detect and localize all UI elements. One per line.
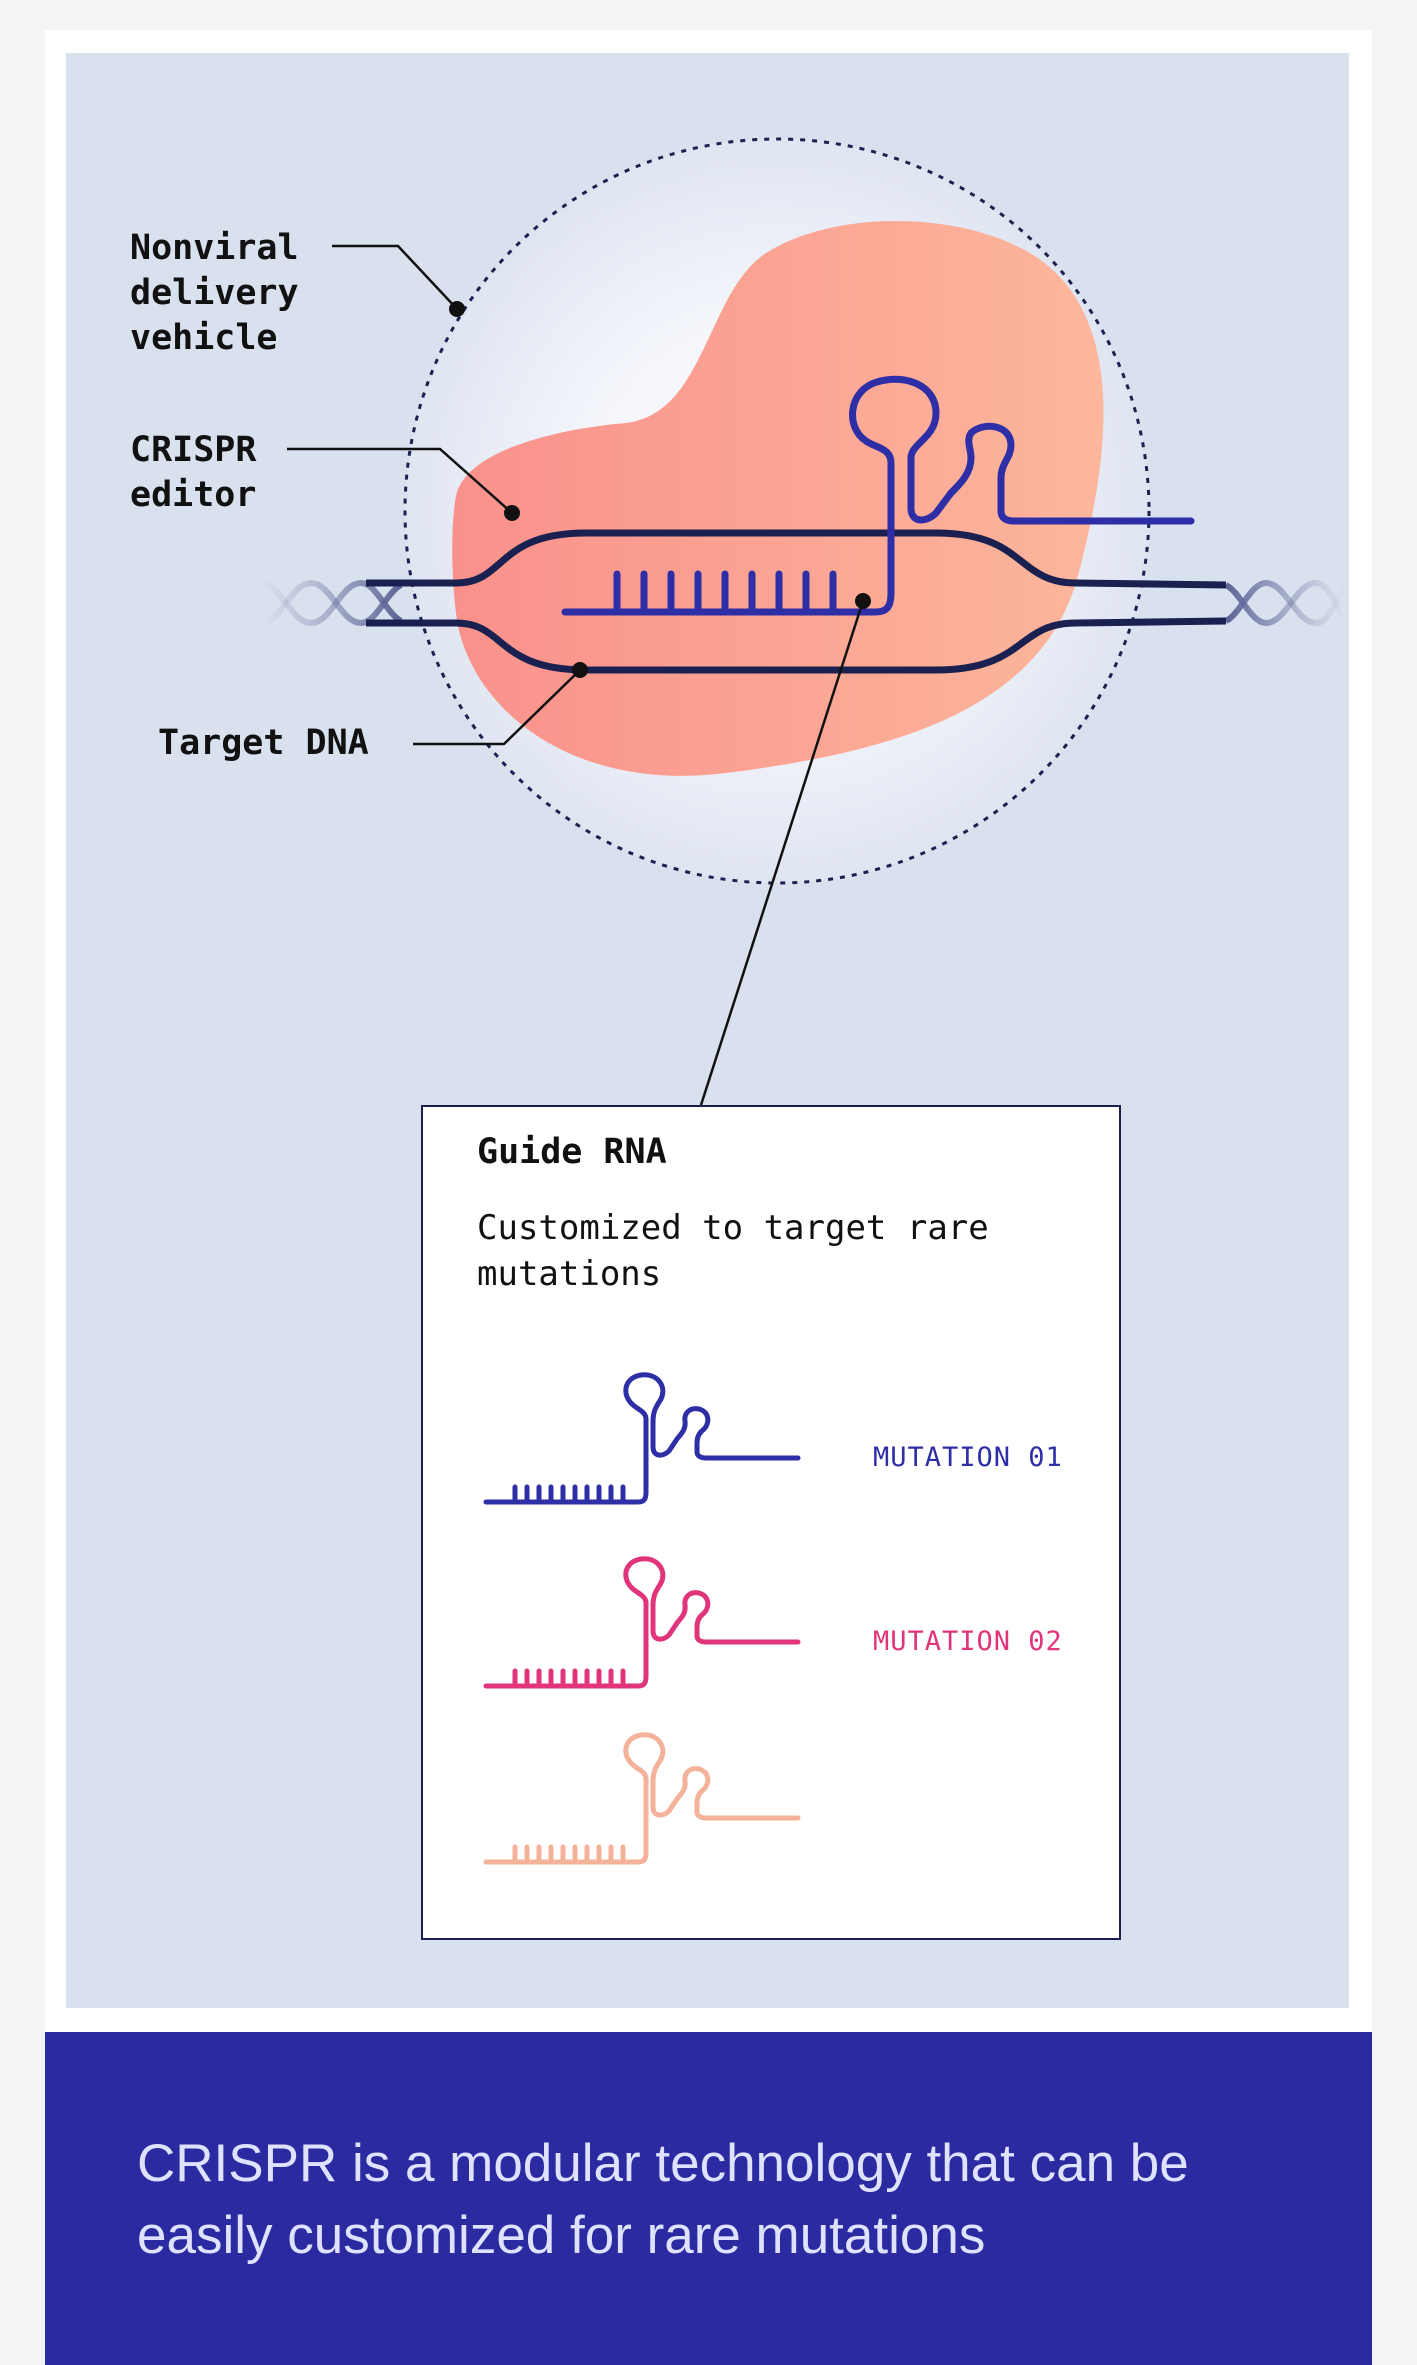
rna-mutation-01 bbox=[486, 1375, 798, 1502]
label-crispr-editor: CRISPR editor bbox=[130, 428, 256, 518]
label-target-dna: Target DNA bbox=[158, 721, 369, 766]
dot-crispr-editor bbox=[504, 505, 520, 521]
dot-delivery-vehicle bbox=[449, 301, 465, 317]
mutation-02-label: MUTATION 02 bbox=[873, 1626, 1063, 1657]
caption-bar: CRISPR is a modular technology that can … bbox=[45, 2032, 1372, 2365]
mutation-01-label: MUTATION 01 bbox=[873, 1442, 1063, 1473]
dot-guide-rna bbox=[855, 593, 871, 609]
guide-rna-box: Guide RNA Customized to target rare muta… bbox=[421, 1105, 1121, 1940]
dna-helix-right bbox=[1226, 583, 1346, 623]
label-delivery-vehicle: Nonviral delivery vehicle bbox=[130, 226, 299, 361]
leader-delivery-vehicle bbox=[332, 246, 457, 309]
dna-helix-left bbox=[261, 583, 401, 623]
caption-text: CRISPR is a modular technology that can … bbox=[137, 2128, 1287, 2272]
diagram-panel: Nonviral delivery vehicle CRISPR editor … bbox=[66, 53, 1349, 2008]
rna-mutation-02 bbox=[486, 1559, 798, 1686]
dot-target-dna bbox=[572, 662, 588, 678]
mutation-rna-list bbox=[423, 1107, 1123, 1942]
rna-mutation-03 bbox=[486, 1735, 798, 1862]
